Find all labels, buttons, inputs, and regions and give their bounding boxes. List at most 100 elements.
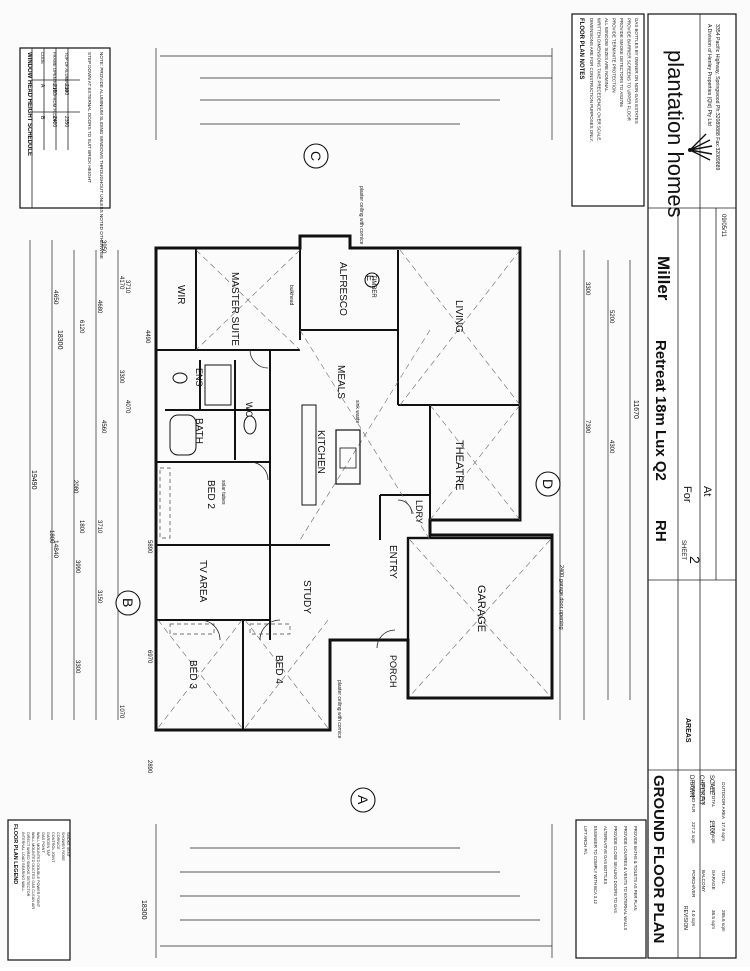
grid-marker	[535, 471, 561, 497]
dim-left-chain: 3300	[118, 370, 124, 384]
dim-left-chain: 4170	[118, 276, 124, 290]
areas-table: GROUND FLR 227.2 sqm FIRST FLR SUB-TOTAL 227…	[691, 782, 726, 932]
robe-bed2	[159, 467, 171, 539]
dim-right-overall: 11670	[632, 400, 639, 419]
door-swings	[199, 349, 413, 649]
dim-right-seg: 3300	[584, 282, 590, 296]
robe-bed4	[249, 623, 291, 635]
grid-marker-label: A	[355, 795, 371, 805]
model-name: Retreat 18m Lux Q2	[652, 340, 669, 481]
legend-title: FLOOR PLAN LEGEND	[12, 824, 18, 884]
dim-left-seg: 14840	[52, 540, 59, 558]
area-label: GROUND FLR	[691, 782, 696, 813]
robe-bed3	[169, 623, 215, 635]
client-prefix: For	[681, 486, 693, 503]
schedule-note-2: NOTE: PROVIDE ALUMINIUM SLIDING WINDOWS …	[99, 52, 104, 259]
solar-tubes-label: solar tubes	[220, 480, 226, 505]
company-address: 3354 Pacific Highway, Springwood Ph:3208…	[714, 24, 720, 171]
left-note-line: LIFT ARCH P/L	[583, 826, 588, 855]
schedule-header: FRAME OPENING HT FROM FLOOR	[52, 52, 57, 123]
room-bed3: BED 3	[187, 660, 198, 689]
legend: FLOOR PLAN LEGEND INTERNAL LOAD BEARING …	[7, 819, 71, 961]
dim-bottom-seg: 6970	[146, 650, 152, 664]
garage-door-label: 2400 garage door opening	[558, 565, 564, 630]
left-note-line: ALTERNATIVE GAS BOTTLES	[603, 826, 608, 884]
client-name: Miller	[654, 256, 673, 301]
schedule-cell: 2150	[51, 84, 57, 95]
area-label: GARAGE	[711, 870, 716, 890]
room-garage: GARAGE	[475, 585, 487, 632]
scale-value: 1:100	[708, 820, 714, 836]
legend-item: SHOWER ROSE	[61, 832, 65, 861]
schedule-header: CODE	[40, 52, 45, 64]
room-ldry: LDRY	[414, 500, 424, 524]
plan-note-line: PROVIDE SMOKE DETECTORS TO AS3786	[619, 18, 624, 107]
area-value: 285.6 sqm	[721, 910, 726, 932]
area-value: 227.2 sqm	[691, 822, 696, 844]
room-alfresco: ALFRESCO	[337, 262, 348, 316]
room-theatre: THEATRE	[453, 440, 465, 491]
legend-item: DIRECT WIRED SMOKE DETECTOR	[26, 832, 30, 897]
room-living: LIVING	[453, 300, 464, 333]
legend-item: GAS POINT	[41, 832, 45, 853]
plan-note-line: PROVIDE TERMINITE PROTECTION	[612, 18, 617, 93]
revision-label: REVISION	[682, 906, 688, 930]
grid-marker-label: E	[365, 275, 375, 281]
left-note-line: PROVIDE BATHS & TOILETS AS PER PLAN	[633, 826, 638, 910]
plan-note-line: GAS BOTTLES BY OWNER ON NON-GAS ESTATES	[634, 18, 639, 124]
area-label: BALCONY	[701, 870, 706, 892]
garage-wall	[406, 536, 554, 700]
dim-top-seg: 3950	[100, 240, 106, 254]
schedule-note-1: STEP DOWN AT EXTERNAL DOORS TO SUIT BRIC…	[87, 52, 92, 183]
kitchen-sink-icon	[339, 447, 357, 469]
legend-item: CORNICE	[56, 832, 60, 850]
room-tv-area: TV AREA	[197, 560, 208, 603]
room-entry: ENTRY	[387, 545, 398, 579]
drawn-label: DRAWN	[688, 775, 694, 797]
room-porch: PORCH	[388, 655, 398, 688]
plan-note-line: WRITTEN DIMENSIONS TAKE PRECEDENCE OVER …	[597, 18, 602, 142]
plan-note-line: PROVIDE BARRIER SCREENS TO UPPER FLOOR	[627, 18, 632, 121]
areas-label: AREAS	[684, 718, 691, 743]
kitchen-bench	[301, 404, 317, 506]
room-master-suite: MASTER SUITE	[229, 272, 240, 346]
area-label: OUTDOOR AREA	[721, 782, 726, 820]
schedule-header: TOP OF ALUMINIUM	[64, 52, 69, 92]
plan-notes: FLOOR PLAN NOTES DIMENSIONS ARE FOR CONS…	[571, 13, 645, 207]
sheet-number: 2	[687, 556, 703, 564]
ceiling-diagonals	[157, 249, 521, 729]
dim-top-seg: 6120	[78, 320, 84, 334]
plan-notes-title: FLOOR PLAN NOTES	[578, 18, 584, 79]
grid-marker	[364, 272, 380, 288]
bath-tub-icon	[169, 414, 197, 456]
schedule-cell: A	[39, 84, 45, 88]
legend-item: SMOKE VENT	[66, 832, 70, 858]
dim-left-chain: 3150	[96, 590, 102, 604]
left-note-line: PROVIDE LOUVRES & VENTS TO EXTERNAL WALL…	[623, 826, 628, 930]
drawing-date: 09/05/11	[720, 214, 726, 238]
area-label: FIRST FLR	[701, 782, 706, 806]
dim-right-seg: 4300	[608, 440, 614, 454]
window-schedule: WINDOW HEAD HEIGHT SCHEDULE CODE FRAME OP…	[19, 47, 111, 259]
area-label: SUB-TOTAL	[711, 782, 716, 808]
title-block: plantation homes A Division of Henley Pr…	[647, 13, 737, 959]
porch-ceiling-note: plaster ceiling with cornice	[336, 680, 342, 739]
drawing-title: GROUND FLOOR PLAN	[650, 775, 667, 943]
dim-left-overall: 19490	[30, 470, 37, 490]
alfresco-ceiling-note: plaster ceiling with cornice	[358, 186, 364, 245]
legend-item: WALL MOUNTED DUCTED GAS CLEAN AIR	[31, 832, 35, 909]
window-schedule-title: WINDOW HEAD HEIGHT SCHEDULE	[26, 52, 32, 156]
room-wir: WIR	[175, 285, 186, 304]
plantation-logo-icon	[688, 133, 713, 161]
legend-item: WALL MOUNTED DOUBLE POWER POINT	[36, 832, 40, 908]
dim-top-seg: 4070	[124, 400, 130, 414]
plan-note-line: ALL WINDOW SIZES ARE NOMINAL.	[604, 18, 609, 93]
dim-bottom-seg: 1800	[48, 530, 54, 544]
plan-note-line: DIMENSIONS ARE FOR CONSTRUCTION PURPOSES…	[589, 18, 594, 142]
dim-top-overall: 18300	[56, 330, 63, 350]
area-label: PORCH/VER	[691, 870, 696, 898]
dim-left-chain: 4680	[96, 300, 102, 314]
area-value: 227.2 sqm	[711, 822, 716, 844]
